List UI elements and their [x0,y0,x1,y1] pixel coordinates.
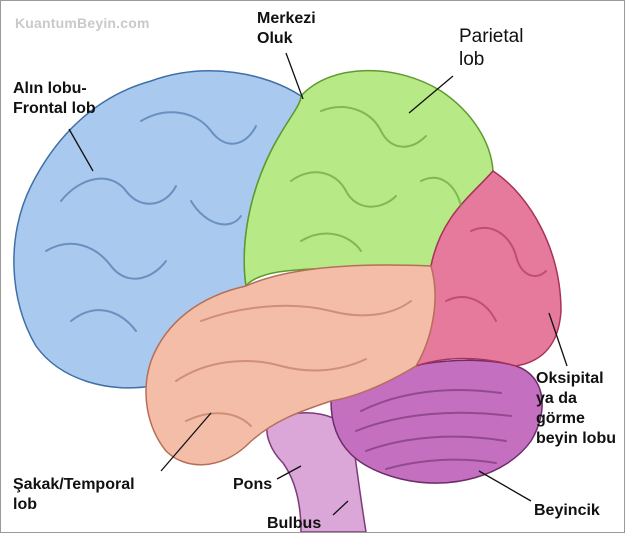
frontal-lobe-label-line2: Frontal lob [13,99,96,119]
occipital-lobe-label: Oksipital ya da görme beyin lobu [536,369,616,449]
temporal-lobe-label-line2: lob [13,495,135,515]
parietal-lobe-label-line1: Parietal [459,25,523,48]
occipital-lobe-label-line1: Oksipital [536,369,616,389]
central-sulcus-label: Merkezi Oluk [257,9,316,49]
occipital-lobe-label-line3: görme [536,409,616,429]
cerebellum-leader-line [479,471,531,501]
parietal-lobe-label: Parietal lob [459,25,523,71]
occipital-lobe-label-line2: ya da [536,389,616,409]
cerebellum-label: Beyincik [534,501,600,521]
watermark: KuantumBeyin.com [15,15,150,31]
pons-label: Pons [233,475,272,495]
bulbus-label: Bulbus [267,514,321,533]
frontal-lobe-label: Alın lobu- Frontal lob [13,79,96,119]
occipital-lobe-label-line4: beyin lobu [536,429,616,449]
temporal-lobe-label-line1: Şakak/Temporal [13,475,135,495]
parietal-lobe-label-line2: lob [459,48,523,71]
frontal-lobe-label-line1: Alın lobu- [13,79,96,99]
central-sulcus-label-line1: Merkezi [257,9,316,29]
temporal-lobe-label: Şakak/Temporal lob [13,475,135,515]
central-sulcus-label-line2: Oluk [257,29,316,49]
